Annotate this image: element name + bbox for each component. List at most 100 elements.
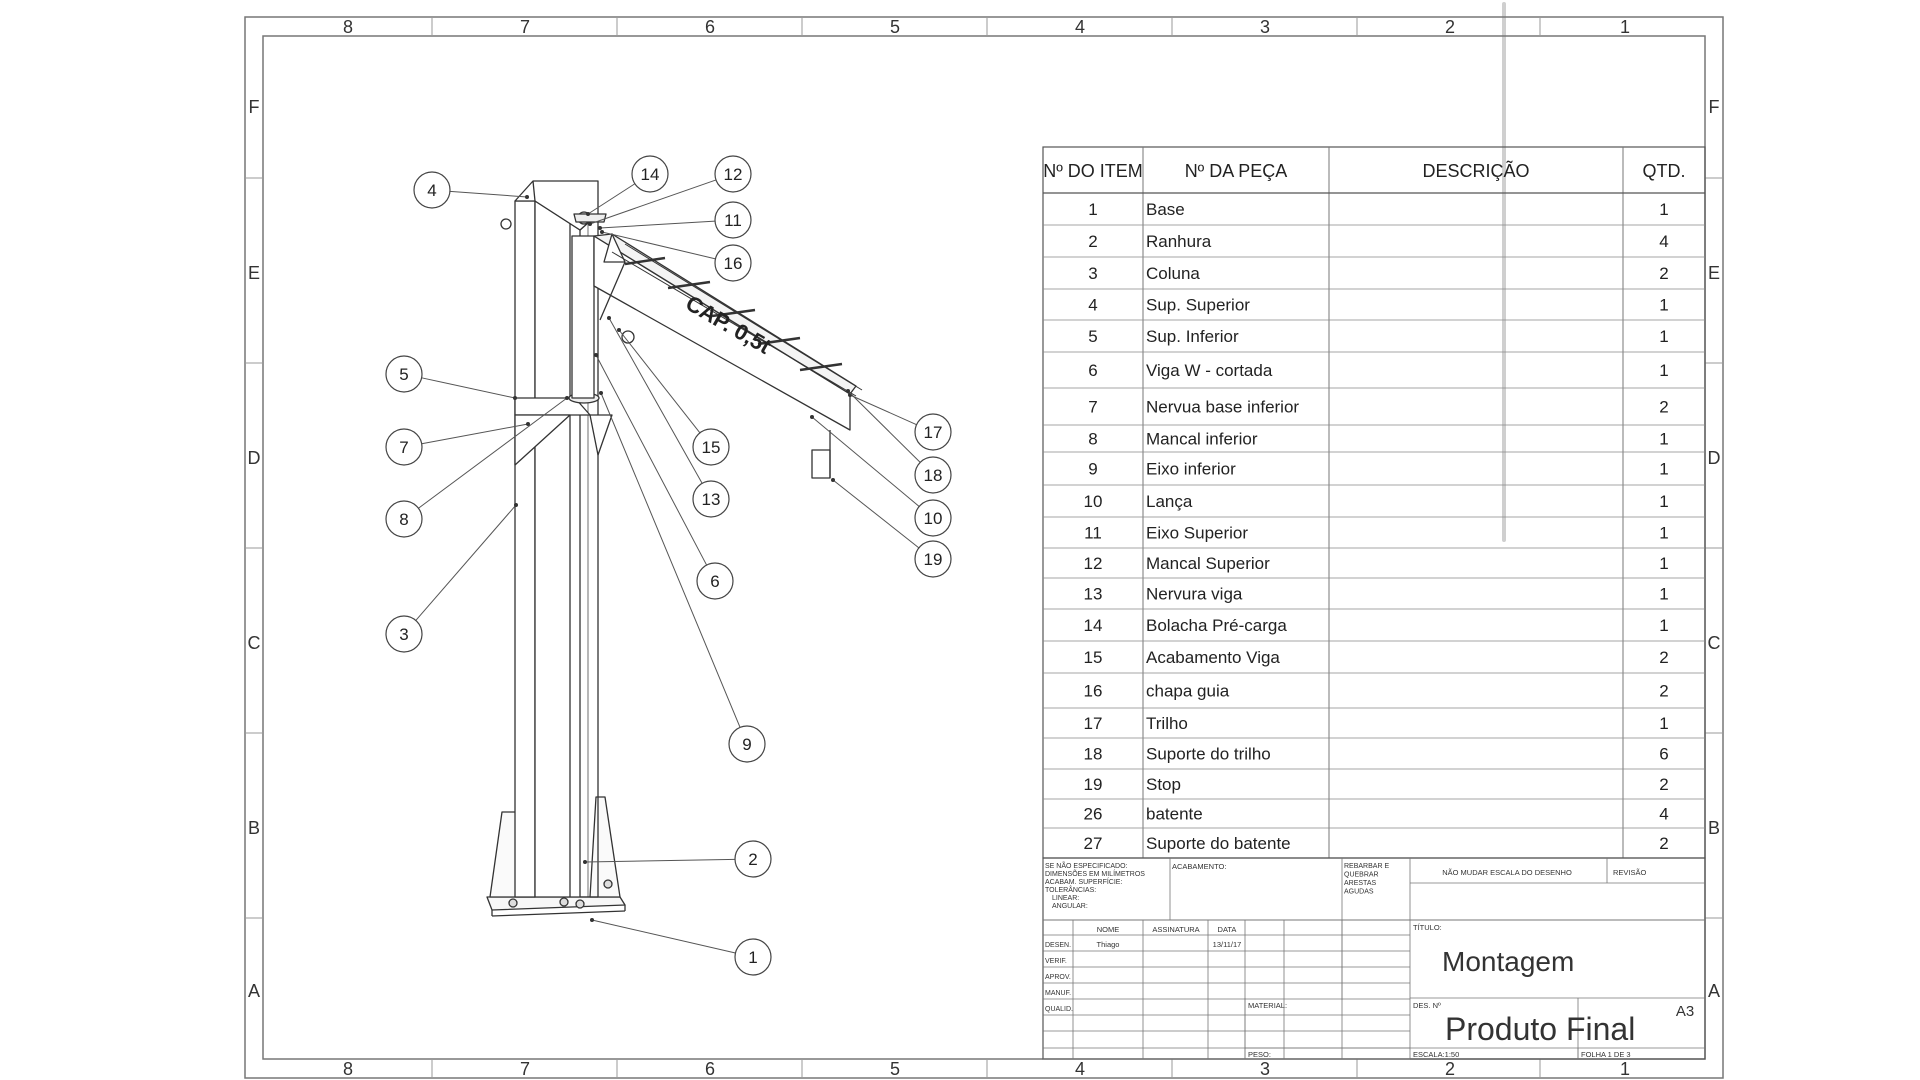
bom-item-number: 16 xyxy=(1084,682,1103,701)
balloon-circle xyxy=(914,540,952,578)
bom-quantity: 1 xyxy=(1659,714,1668,733)
balloon-item-2: 2 xyxy=(734,840,772,878)
zone-row-label-left: A xyxy=(248,981,260,1001)
balloon-circle xyxy=(385,355,423,393)
balloon-number: 17 xyxy=(924,423,943,442)
zone-row-label-right: F xyxy=(1709,97,1720,117)
bom-item-number: 27 xyxy=(1084,834,1103,853)
leader-lines xyxy=(415,179,921,954)
leader-line xyxy=(449,190,528,198)
bom-item-number: 19 xyxy=(1084,775,1103,794)
bom-header-cell: QTD. xyxy=(1643,161,1686,181)
tolerance-note: SE NÃO ESPECIFICADO: xyxy=(1045,861,1128,870)
bom-quantity: 4 xyxy=(1659,805,1668,824)
bom-quantity: 1 xyxy=(1659,524,1668,543)
deburr-note: QUEBRAR xyxy=(1344,872,1379,879)
bom-item-number: 5 xyxy=(1088,327,1097,346)
bom-part-name: Eixo inferior xyxy=(1146,460,1236,479)
zone-row-label-right: E xyxy=(1708,263,1720,283)
balloon-item-7: 7 xyxy=(385,428,423,466)
tolerance-note: DIMENSÕES EM MILÍMETROS xyxy=(1045,869,1145,878)
leader-line xyxy=(587,183,636,215)
bom-item-number: 4 xyxy=(1088,296,1097,315)
balloon-circle xyxy=(692,428,730,466)
balloon-circle xyxy=(734,938,772,976)
title-block: SE NÃO ESPECIFICADO:DIMENSÕES EM MILÍMET… xyxy=(1042,857,1706,1060)
balloon-item-1: 1 xyxy=(734,938,772,976)
balloon-number: 6 xyxy=(710,572,719,591)
bom-item-number: 7 xyxy=(1088,398,1097,417)
bom-item-number: 9 xyxy=(1088,460,1097,479)
balloon-number: 9 xyxy=(742,735,751,754)
balloon-circle xyxy=(692,480,730,518)
bom-part-name: Bolacha Pré-carga xyxy=(1146,616,1287,635)
bom-quantity: 1 xyxy=(1659,585,1668,604)
bom-item-number: 12 xyxy=(1084,554,1103,573)
sheet-number-label: FOLHA 1 DE 3 xyxy=(1581,1050,1631,1059)
leader-line xyxy=(618,329,701,434)
tolerance-note: TOLERÂNCIAS: xyxy=(1045,885,1096,894)
leader-line xyxy=(595,354,708,566)
leader-arrow xyxy=(588,222,592,226)
balloon-circle xyxy=(385,615,423,653)
column xyxy=(514,200,599,898)
balloon-number: 3 xyxy=(399,625,408,644)
balloon-number: 14 xyxy=(641,165,660,184)
balloon-item-18: 18 xyxy=(914,456,952,494)
balloon-item-8: 8 xyxy=(385,500,423,538)
weight-label: PESO: xyxy=(1248,1050,1271,1059)
drawn-date: 13/11/17 xyxy=(1213,940,1242,949)
bom-part-name: Base xyxy=(1146,200,1185,219)
balloon-circle xyxy=(413,171,451,209)
bom-quantity: 1 xyxy=(1659,327,1668,346)
drawing-title: Montagem xyxy=(1442,946,1574,977)
bom-item-number: 8 xyxy=(1088,430,1097,449)
balloon-circle xyxy=(734,840,772,878)
sheet-size: A3 xyxy=(1676,1003,1694,1020)
bom-part-name: Lança xyxy=(1146,492,1193,511)
balloon-number: 7 xyxy=(399,438,408,457)
vertical-scrollbar[interactable] xyxy=(1502,2,1506,542)
leader-line xyxy=(832,479,920,549)
zone-row-label-left: F xyxy=(249,97,260,117)
bom-header-cell: Nº DA PEÇA xyxy=(1185,161,1288,181)
zone-col-label-bottom: 7 xyxy=(520,1059,530,1079)
bom-row: 11 Eixo Superior 1 xyxy=(1084,524,1669,543)
zone-row-label-right: A xyxy=(1708,981,1720,1001)
balloon-item-12: 12 xyxy=(714,155,752,193)
leader-line xyxy=(601,231,716,260)
bom-part-name: Acabamento Viga xyxy=(1146,648,1280,667)
leader-line xyxy=(849,394,917,426)
bom-quantity: 2 xyxy=(1659,264,1668,283)
bom-part-name: Eixo Superior xyxy=(1146,524,1248,543)
zone-ticks xyxy=(245,17,1723,1078)
balloon-circle xyxy=(914,413,952,451)
balloon-item-19: 19 xyxy=(914,540,952,578)
leader-line xyxy=(600,392,741,728)
revision-label: REVISÃO xyxy=(1613,868,1647,877)
bom-quantity: 1 xyxy=(1659,460,1668,479)
tolerance-note: ACABAM. SUPERFÍCIE: xyxy=(1045,877,1122,886)
zone-col-label-top: 4 xyxy=(1075,17,1085,37)
leader-arrow xyxy=(600,230,604,234)
balloon-item-4: 4 xyxy=(413,171,451,209)
balloon-circle xyxy=(728,725,766,763)
balloon-item-6: 6 xyxy=(696,562,734,600)
leader-arrow xyxy=(514,503,518,507)
leader-arrow xyxy=(586,212,590,216)
leader-arrow xyxy=(846,389,850,393)
bom-outline xyxy=(1042,146,1706,859)
bom-part-name: batente xyxy=(1146,805,1203,824)
zone-col-label-top: 1 xyxy=(1620,17,1630,37)
bom-part-name: Sup. Inferior xyxy=(1146,327,1239,346)
zone-col-label-bottom: 8 xyxy=(343,1059,353,1079)
bom-item-number: 11 xyxy=(1084,524,1102,543)
